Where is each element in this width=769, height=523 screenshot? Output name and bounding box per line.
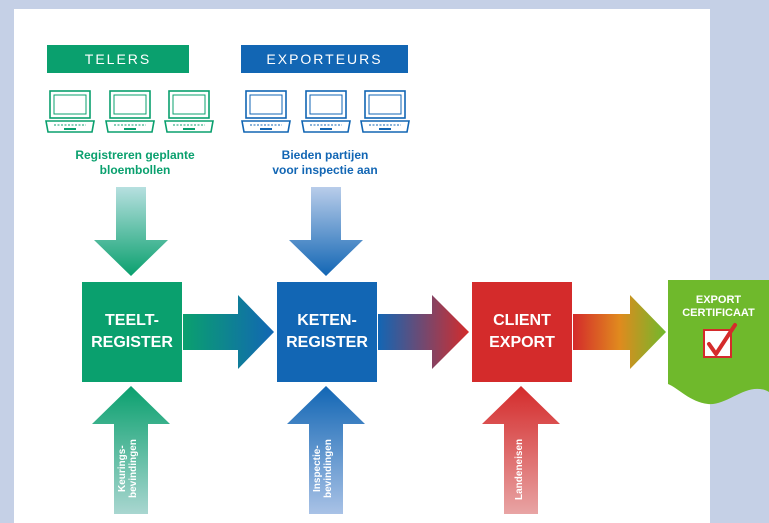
arrow-up-inspectie	[287, 386, 365, 514]
arrow-down-exporteurs	[289, 187, 363, 276]
arrow-right-1	[183, 295, 274, 369]
telers-label: TELERS	[84, 51, 152, 67]
exporteurs-label: EXPORTEURS	[266, 51, 383, 67]
certificate-title: EXPORT CERTIFICAAT	[682, 294, 755, 319]
arrow-right-2	[378, 295, 469, 369]
ketenregister-box: KETEN- REGISTER	[277, 282, 377, 382]
export-certificate	[668, 280, 769, 405]
arrow-up-landen	[482, 386, 560, 514]
client-export-box: CLIENT EXPORT	[472, 282, 572, 382]
arrow-right-3	[573, 295, 666, 369]
landeneisen-label: Landeneisen	[514, 438, 525, 500]
checkbox-check-icon	[703, 323, 737, 358]
exporteurs-header: EXPORTEURS	[241, 45, 408, 73]
keurings-label: Keurings- bevindingen	[117, 439, 139, 499]
arrow-down-telers	[94, 187, 168, 276]
inspectie-label: Inspectie- bevindingen	[312, 439, 334, 499]
exporteurs-caption: Bieden partijen voor inspectie aan	[272, 148, 378, 177]
telers-caption: Registreren geplante bloembollen	[75, 148, 195, 177]
telers-header: TELERS	[47, 45, 189, 73]
arrow-up-keurings	[92, 386, 170, 514]
teeltregister-box: TEELT- REGISTER	[82, 282, 182, 382]
